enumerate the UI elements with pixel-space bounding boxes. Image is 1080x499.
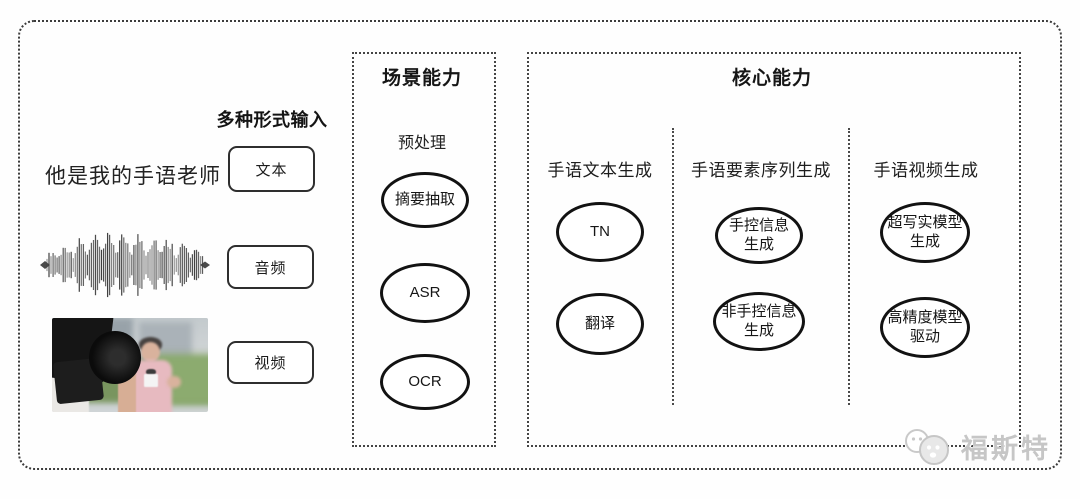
column-header-sign-video-generation: 手语视频生成 <box>873 161 979 180</box>
input-section-heading: 多种形式输入 <box>216 110 328 130</box>
scene-capability-box <box>352 52 496 447</box>
preprocessing-label: 预处理 <box>397 135 446 152</box>
scene-capability-title: 场景能力 <box>381 68 462 89</box>
node-asr: ASR <box>380 263 470 323</box>
node-ocr: OCR <box>380 354 470 410</box>
reporter-video-thumbnail <box>52 318 208 412</box>
outer-dotted-border <box>18 20 1062 470</box>
node-tn: TN <box>556 202 644 262</box>
column-header-sign-element-sequence-generation: 手语要素序列生成 <box>691 161 831 180</box>
column-divider <box>672 128 674 405</box>
column-divider <box>848 128 850 405</box>
column-header-sign-text-generation: 手语文本生成 <box>547 161 653 180</box>
node-non-manual-info-generation: 非手控信息 生成 <box>713 292 805 351</box>
input-type-box-video: 视频 <box>227 341 314 384</box>
photo-mic-flag <box>144 374 159 387</box>
node-high-precision-model-driving: 高精度模型 驱动 <box>880 297 970 358</box>
audio-waveform-icon <box>40 232 210 298</box>
photo-camera-lens <box>89 331 141 384</box>
node-translation: 翻译 <box>556 293 644 355</box>
sample-text-sentence: 他是我的手语老师 <box>45 165 221 188</box>
core-capability-title: 核心能力 <box>731 68 812 89</box>
watermark-text: 福斯特 <box>961 433 1051 464</box>
input-type-box-text: 文本 <box>228 146 315 192</box>
photo-reporter-head <box>140 341 161 363</box>
node-hyperrealistic-model-generation: 超写实模型 生成 <box>880 202 970 263</box>
node-manual-info-generation: 手控信息 生成 <box>715 207 803 264</box>
photo-reporter-hand <box>167 376 182 388</box>
input-type-box-audio: 音频 <box>227 245 314 289</box>
watermark-logo-icon <box>905 429 949 465</box>
photo-microphone <box>146 368 156 376</box>
core-capability-box <box>527 52 1021 447</box>
watermark: 福斯特 <box>903 424 1051 468</box>
node-summary-extraction: 摘要抽取 <box>381 172 469 228</box>
